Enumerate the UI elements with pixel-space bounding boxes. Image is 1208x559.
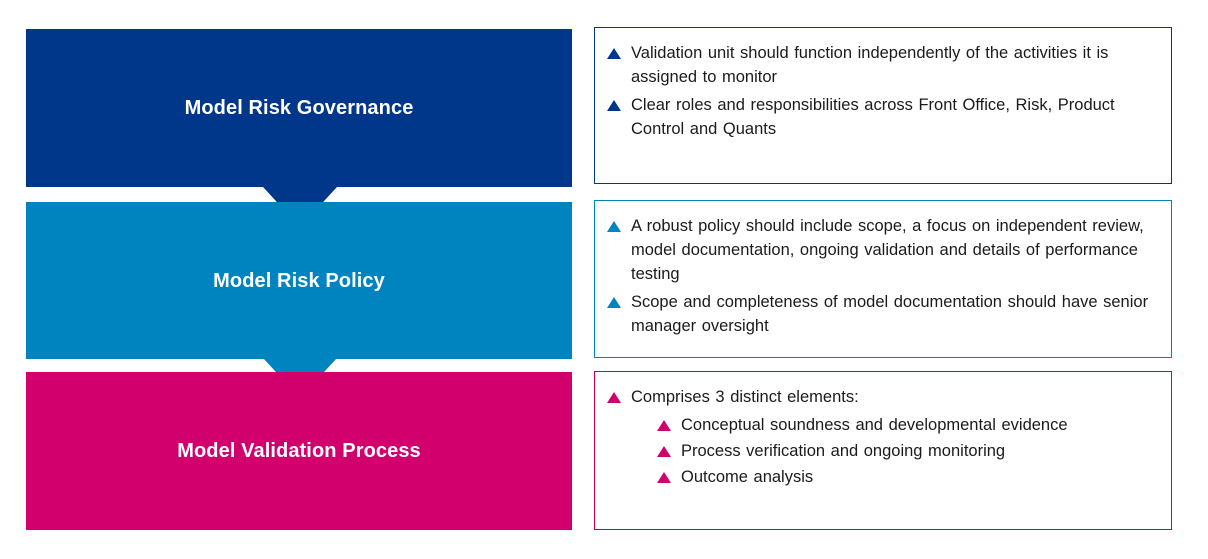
arrow-down-icon-governance-to-policy — [263, 165, 337, 227]
list-item: Outcome analysis — [657, 466, 1159, 490]
triangle-up-icon — [607, 221, 621, 232]
triangle-up-icon — [607, 296, 621, 308]
list-item-text: Clear roles and responsibilities across … — [631, 95, 1115, 138]
bullet-list: A robust policy should include scope, a … — [607, 215, 1159, 339]
list-item-text: Validation unit should function independ… — [631, 44, 1109, 86]
list-item: A robust policy should include scope, a … — [607, 215, 1159, 287]
list-item-text: Outcome analysis — [681, 467, 814, 486]
triangle-up-icon — [657, 445, 671, 457]
bullet-list: Validation unit should function independ… — [607, 42, 1159, 142]
list-item-text: Conceptual soundness and developmental e… — [681, 415, 1068, 434]
detail-panel-model-risk-governance: Validation unit should function independ… — [594, 27, 1172, 184]
stage-label: Model Validation Process — [177, 440, 421, 462]
stage-block-model-validation-process[interactable]: Model Validation Process — [26, 372, 572, 530]
stage-block-model-risk-governance[interactable]: Model Risk Governance — [26, 29, 572, 187]
list-item-text: Process verification and ongoing monitor… — [681, 441, 1006, 460]
triangle-up-icon — [607, 99, 621, 111]
list-item: Process verification and ongoing monitor… — [657, 440, 1159, 464]
list-item: Conceptual soundness and developmental e… — [657, 414, 1159, 438]
stage-block-model-risk-policy[interactable]: Model Risk Policy — [26, 202, 572, 359]
list-item: Scope and completeness of model document… — [607, 291, 1159, 339]
triangle-up-icon — [657, 419, 671, 431]
list-item-text: Scope and completeness of model document… — [631, 292, 1149, 335]
list-item-text: Comprises 3 distinct elements: — [631, 388, 859, 406]
arrow-down-icon-policy-to-validation — [263, 336, 337, 398]
detail-panel-model-risk-policy: A robust policy should include scope, a … — [594, 200, 1172, 358]
triangle-up-icon — [607, 392, 621, 403]
list-item: Comprises 3 distinct elements: — [607, 386, 1159, 410]
triangle-up-icon — [607, 48, 621, 59]
list-item: Validation unit should function independ… — [607, 42, 1159, 90]
bullet-list: Comprises 3 distinct elements: Conceptua… — [607, 386, 1159, 490]
list-item: Clear roles and responsibilities across … — [607, 94, 1159, 142]
stage-label: Model Risk Policy — [213, 269, 385, 292]
stage-label: Model Risk Governance — [184, 97, 414, 119]
triangle-up-icon — [657, 471, 671, 483]
detail-panel-model-validation-process: Comprises 3 distinct elements: Conceptua… — [594, 371, 1172, 530]
list-item-text: A robust policy should include scope, a … — [631, 217, 1144, 283]
